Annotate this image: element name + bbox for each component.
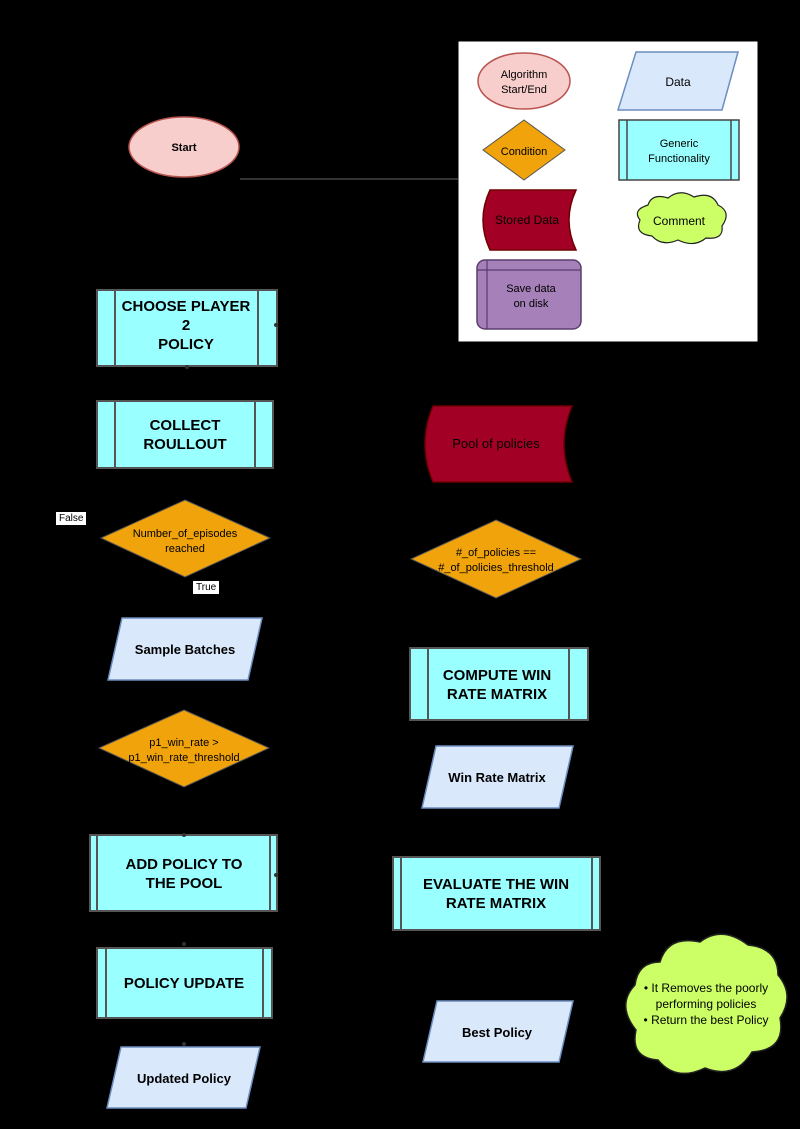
choose-player-line-1: CHOOSE PLAYER bbox=[122, 298, 251, 315]
best-policy-node: Best Policy bbox=[422, 1000, 574, 1063]
evaluate-matrix-line-2: RATE MATRIX bbox=[446, 895, 546, 912]
policies-condition-node: #_of_policies == #_of_policies_threshold bbox=[409, 519, 583, 599]
collect-rollout-line-1: COLLECT bbox=[150, 417, 221, 434]
true-edge-label: True bbox=[193, 581, 220, 594]
winrate-condition-line-2: p1_win_rate_threshold bbox=[128, 752, 239, 764]
legend-algorithm-line-1: Algorithm bbox=[501, 69, 547, 81]
legend-data: Data bbox=[616, 51, 739, 111]
collect-rollout-line-2: ROULLOUT bbox=[143, 436, 226, 453]
legend-stored: Stored Data bbox=[482, 189, 578, 251]
legend-data-label: Data bbox=[665, 75, 691, 89]
comment-line-2: performing policies bbox=[656, 997, 757, 1011]
evaluate-matrix-line-1: EVALUATE THE WIN bbox=[423, 876, 569, 893]
connector-dot bbox=[185, 365, 189, 369]
episodes-condition-line-2: reached bbox=[165, 543, 205, 555]
legend-generic-line-1: Generic bbox=[660, 138, 699, 150]
collect-rollout-node: COLLECT ROULLOUT bbox=[96, 400, 274, 469]
connector-dot bbox=[182, 1042, 186, 1046]
comment-line-3: • Return the best Policy bbox=[644, 1013, 769, 1027]
legend-save-line-2: on disk bbox=[514, 298, 549, 310]
pool-of-policies-label: Pool of policies bbox=[452, 436, 540, 451]
false-edge-label: False bbox=[56, 512, 87, 525]
winrate-condition-line-1: p1_win_rate > bbox=[149, 737, 218, 749]
sample-batches-node: Sample Batches bbox=[107, 617, 263, 681]
legend-algorithm-line-2: Start/End bbox=[501, 84, 547, 96]
compute-matrix-node: COMPUTE WIN RATE MATRIX bbox=[409, 647, 589, 721]
choose-player-line-3: POLICY bbox=[158, 336, 214, 353]
legend-generic-line-2: Functionality bbox=[648, 153, 710, 165]
win-rate-matrix-node: Win Rate Matrix bbox=[421, 745, 574, 809]
connector-dot bbox=[274, 873, 278, 877]
sample-batches-label: Sample Batches bbox=[135, 642, 235, 657]
updated-policy-label: Updated Policy bbox=[137, 1071, 232, 1086]
updated-policy-node: Updated Policy bbox=[106, 1046, 261, 1109]
legend-comment: Comment bbox=[636, 192, 727, 245]
connector-dot bbox=[182, 833, 186, 837]
pool-of-policies-node: Pool of policies bbox=[424, 405, 574, 483]
start-node: Start bbox=[128, 116, 240, 178]
add-policy-node: ADD POLICY TO THE POOL bbox=[89, 834, 278, 912]
legend-condition-label: Condition bbox=[501, 146, 547, 158]
legend-save: Save data on disk bbox=[476, 259, 582, 330]
choose-player-node: CHOOSE PLAYER 2 POLICY bbox=[96, 289, 278, 367]
comment-cloud: • It Removes the poorly performing polic… bbox=[625, 933, 788, 1075]
win-rate-matrix-label: Win Rate Matrix bbox=[448, 770, 546, 785]
start-label: Start bbox=[171, 142, 196, 154]
episodes-condition-line-1: Number_of_episodes bbox=[133, 528, 238, 540]
add-policy-line-1: ADD POLICY TO bbox=[126, 856, 243, 873]
best-policy-label: Best Policy bbox=[462, 1025, 533, 1040]
choose-player-line-2: 2 bbox=[182, 317, 190, 334]
episodes-condition-node: Number_of_episodes reached bbox=[99, 499, 272, 578]
connector-dot bbox=[274, 323, 278, 327]
legend-generic: Generic Functionality bbox=[618, 119, 740, 181]
legend-condition: Condition bbox=[482, 119, 566, 181]
winrate-condition-node: p1_win_rate > p1_win_rate_threshold bbox=[97, 709, 271, 788]
policies-condition-line-2: #_of_policies_threshold bbox=[438, 562, 554, 574]
legend: Algorithm Start/End Data Condition Gener… bbox=[457, 40, 759, 343]
compute-matrix-line-1: COMPUTE WIN bbox=[443, 667, 551, 684]
policy-update-label: POLICY UPDATE bbox=[124, 975, 244, 992]
compute-matrix-line-2: RATE MATRIX bbox=[447, 686, 547, 703]
evaluate-matrix-node: EVALUATE THE WIN RATE MATRIX bbox=[392, 856, 601, 931]
comment-line-1: • It Removes the poorly bbox=[644, 981, 768, 995]
policy-update-node: POLICY UPDATE bbox=[96, 947, 273, 1019]
legend-comment-label: Comment bbox=[653, 214, 706, 228]
legend-algorithm: Algorithm Start/End bbox=[477, 52, 571, 110]
add-policy-line-2: THE POOL bbox=[146, 875, 223, 892]
policies-condition-line-1: #_of_policies == bbox=[456, 547, 536, 559]
legend-save-line-1: Save data bbox=[506, 283, 556, 295]
legend-stored-label: Stored Data bbox=[495, 213, 559, 227]
connector-dot bbox=[182, 942, 186, 946]
